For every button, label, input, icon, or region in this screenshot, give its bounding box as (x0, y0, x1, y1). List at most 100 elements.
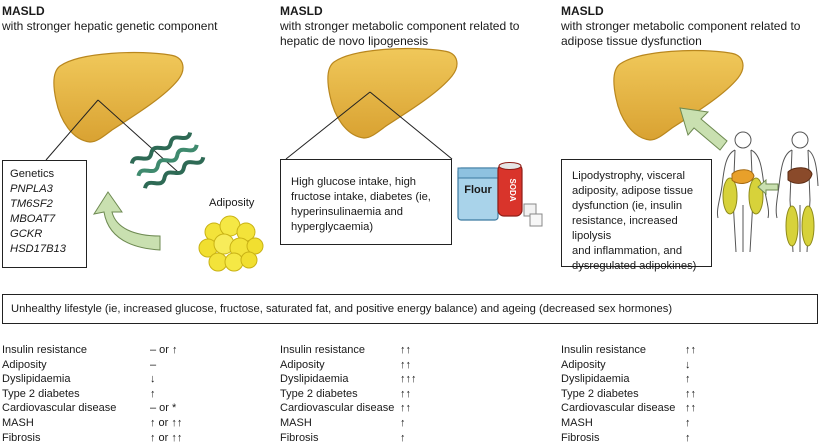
column-header-lipogenesis: MASLD with stronger metabolic component … (280, 4, 519, 49)
arrow-to-liver-icon (679, 107, 728, 151)
table-label: Cardiovascular disease (280, 402, 395, 415)
phenotype-table-lipogenesis: Insulin resistance↑↑ Adiposity↑↑ Dyslipi… (280, 343, 550, 445)
table-label: Adiposity (561, 358, 606, 371)
table-value: ↑ (685, 416, 691, 429)
small-arrow-icon (757, 178, 779, 196)
table-row: MASH↑ (561, 416, 816, 431)
dna-helix-icon (129, 131, 206, 189)
table-value: ↑ or ↑↑ (150, 416, 183, 429)
table-label: Adiposity (280, 358, 325, 371)
table-row: Insulin resistance – or ↑ (2, 343, 272, 358)
flour-label: Flour (464, 184, 492, 196)
table-label: MASH (280, 416, 312, 429)
table-label: Cardiovascular disease (561, 402, 676, 415)
box-line: hyperinsulinaemia and (291, 206, 403, 218)
table-value: ↑↑ (400, 402, 411, 415)
table-row: MASH ↑ or ↑↑ (2, 416, 272, 431)
table-row: Fibrosis ↑ or ↑↑ (2, 431, 272, 445)
connector-line (369, 91, 453, 160)
adipose-tissue-icon (198, 215, 264, 272)
table-label: Type 2 diabetes (2, 387, 80, 400)
table-value: – or ↑ (150, 344, 178, 356)
column-subtitle: hepatic de novo lipogenesis (280, 34, 429, 48)
table-value: ↑↑↑ (400, 373, 417, 386)
table-value: ↑ or ↑↑ (150, 431, 183, 444)
table-label: Fibrosis (2, 431, 41, 444)
box-line: Lipodystrophy, visceral (572, 170, 685, 182)
table-value: ↑ (150, 387, 156, 400)
box-line: dysfunction (ie, insulin (572, 200, 683, 212)
table-label: Insulin resistance (561, 344, 646, 356)
table-value: ↓ (150, 373, 156, 386)
gene-name: PNPLA3 (10, 183, 53, 195)
flour-bag-icon: Flour (457, 167, 499, 221)
table-value: ↓ (685, 358, 691, 371)
box-line: High glucose intake, high (291, 176, 417, 188)
lipogenesis-box: High glucose intake, high fructose intak… (280, 159, 452, 245)
table-label: Insulin resistance (280, 344, 365, 356)
table-label: Type 2 diabetes (280, 387, 358, 400)
phenotype-table-genetic: Insulin resistance – or ↑ Adiposity – Dysl… (2, 343, 272, 445)
box-line: hyperglycaemia) (291, 221, 374, 233)
table-value: ↑ (400, 416, 406, 429)
gene-name: HSD17B13 (10, 243, 66, 255)
table-value: ↑↑ (685, 344, 696, 356)
table-row: Dyslipidaemia ↓ (2, 372, 272, 387)
liver-icon (613, 49, 744, 141)
table-value: ↑↑ (685, 387, 696, 400)
box-line: resistance, increased lipolysis (572, 215, 678, 242)
table-label: MASH (2, 416, 34, 429)
human-figure-icon (775, 131, 819, 253)
curved-arrow-icon (92, 191, 161, 251)
table-row: Adiposity ↑↑ (280, 358, 550, 373)
table-row: Cardiovascular disease ↑↑ (561, 401, 816, 416)
liver-icon (327, 47, 458, 139)
table-value: ↑↑ (400, 344, 411, 356)
table-label: Fibrosis (561, 431, 600, 444)
column-subtitle: with stronger metabolic component relate… (280, 19, 520, 33)
soda-can-icon: SODA (497, 162, 523, 217)
table-label: Cardiovascular disease (2, 402, 117, 415)
column-subtitle: with stronger metabolic component relate… (561, 19, 801, 33)
table-label: Dyslipidaemia (561, 373, 630, 386)
table-value: ↑↑ (400, 387, 411, 400)
table-row: Fibrosis ↑ (280, 431, 550, 445)
table-label: Dyslipidaemia (2, 373, 71, 386)
gene-name: GCKR (10, 228, 43, 240)
table-value: ↑ (685, 373, 691, 386)
table-row: Fibrosis↑ (561, 431, 816, 445)
table-label: Fibrosis (280, 431, 319, 444)
table-row: Type 2 diabetes ↑↑ (561, 387, 816, 402)
table-row: Insulin resistance ↑↑ (280, 343, 550, 358)
column-title: MASLD (280, 4, 323, 18)
table-row: Adiposity – (2, 358, 272, 373)
table-row: Adiposity ↓ (561, 358, 816, 373)
column-title: MASLD (2, 4, 45, 18)
table-label: Type 2 diabetes (561, 387, 639, 400)
table-value: ↑↑ (685, 402, 696, 415)
table-value: ↑↑ (400, 358, 411, 371)
genetics-box: Genetics PNPLA3 TM6SF2 MBOAT7 GCKR HSD17… (2, 160, 87, 268)
table-row: Cardiovascular disease – or * (2, 401, 272, 416)
box-line: fructose intake, diabetes (ie, (291, 191, 431, 203)
box-line: dysregulated adipokines) (572, 260, 697, 272)
gene-name: MBOAT7 (10, 213, 56, 225)
column-header-genetic: MASLD with stronger hepatic genetic comp… (2, 4, 217, 34)
column-subtitle: with stronger hepatic genetic component (2, 19, 218, 33)
adiposity-label: Adiposity (209, 197, 255, 209)
table-label: Adiposity (2, 358, 47, 371)
table-label: Insulin resistance (2, 344, 87, 356)
table-label: Dyslipidaemia (280, 373, 349, 386)
table-row: MASH ↑ (280, 416, 550, 431)
table-row: Insulin resistance ↑↑ (561, 343, 816, 358)
sugar-cubes-icon (523, 203, 543, 227)
column-subtitle: adipose tissue dysfunction (561, 34, 702, 48)
connector-line (45, 99, 99, 161)
table-value: – or * (150, 402, 177, 415)
table-row: Dyslipidaemia ↑ (561, 372, 816, 387)
lifestyle-banner: Unhealthy lifestyle (ie, increased gluco… (2, 294, 818, 324)
table-value: ↑ (400, 431, 406, 444)
box-line: adiposity, adipose tissue (572, 185, 694, 197)
table-value: – (150, 358, 157, 371)
